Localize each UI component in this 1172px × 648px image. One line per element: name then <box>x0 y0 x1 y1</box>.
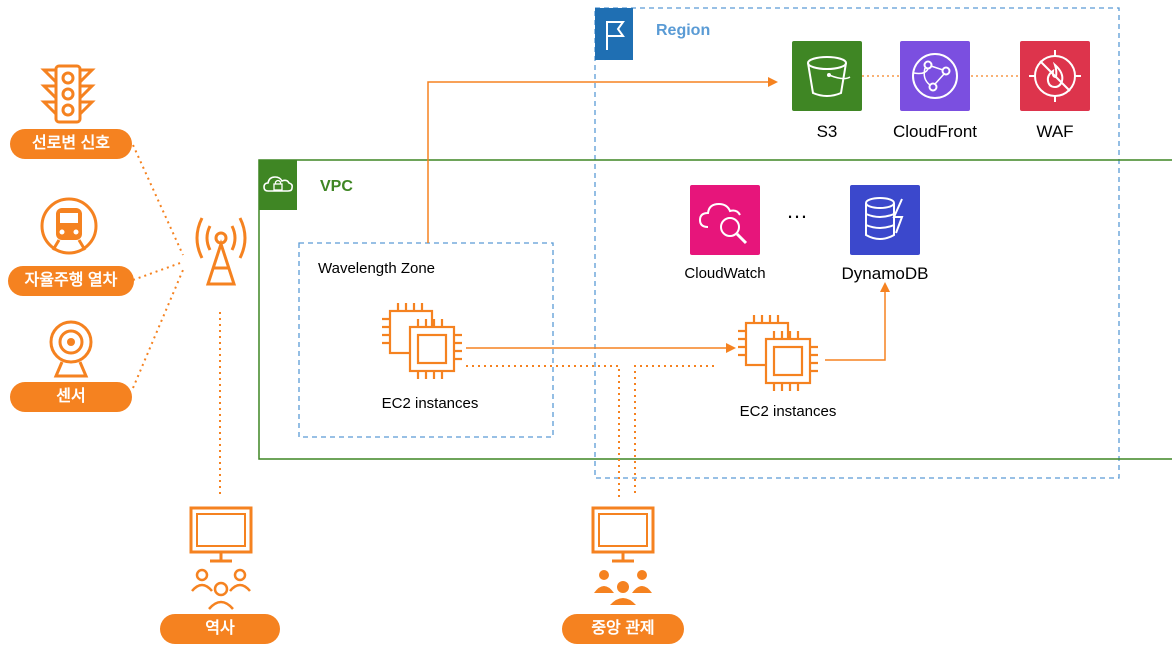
region-boundary <box>594 7 1120 479</box>
waf-label: WAF <box>1036 122 1074 141</box>
dynamodb-icon <box>850 185 920 255</box>
region-title: Region <box>656 22 711 39</box>
dynamodb-label: DynamoDB <box>841 264 929 283</box>
vpc-boundary <box>258 159 1172 460</box>
cloudwatch-icon <box>690 185 760 255</box>
central-control-label: 중앙 관제 <box>562 614 684 644</box>
dotted-link-traffic <box>132 144 184 256</box>
cloudfront-label: CloudFront <box>892 122 978 141</box>
station-label: 역사 <box>160 614 280 644</box>
cloudwatch-label: CloudWatch <box>684 265 766 282</box>
region-flag-icon <box>595 8 633 60</box>
autonomous-train-label: 자율주행 열차 <box>8 266 134 296</box>
ec2-wavelength-label: EC2 instances <box>381 395 479 412</box>
cloudfront-icon <box>900 41 970 111</box>
ec2-instances-icon-wavelength <box>380 301 466 383</box>
more-services-ellipsis: … <box>786 198 808 223</box>
ec2-instances-icon-region <box>736 313 826 395</box>
sensor-label: 센서 <box>10 382 132 412</box>
central-control-icon <box>588 505 658 615</box>
dotted-link-sensor <box>132 269 184 389</box>
train-icon <box>39 196 99 256</box>
vpc-cloud-lock-icon <box>259 160 297 210</box>
arrow-ec2-to-s3 <box>427 81 776 243</box>
wavelength-zone-boundary <box>298 242 554 438</box>
vpc-title: VPC <box>320 178 353 195</box>
station-monitor-users-icon <box>186 505 256 615</box>
waf-firewall-icon <box>1020 41 1090 111</box>
traffic-signal-label: 선로변 신호 <box>10 129 132 159</box>
traffic-light-icon <box>40 62 96 126</box>
antenna-tower-icon <box>188 208 254 288</box>
s3-bucket-icon <box>792 41 862 111</box>
sensor-camera-icon <box>48 318 94 380</box>
dotted-link-train <box>132 261 184 281</box>
s3-label: S3 <box>816 122 838 141</box>
wavelength-zone-title: Wavelength Zone <box>318 260 436 277</box>
ec2-region-label: EC2 instances <box>739 403 837 420</box>
